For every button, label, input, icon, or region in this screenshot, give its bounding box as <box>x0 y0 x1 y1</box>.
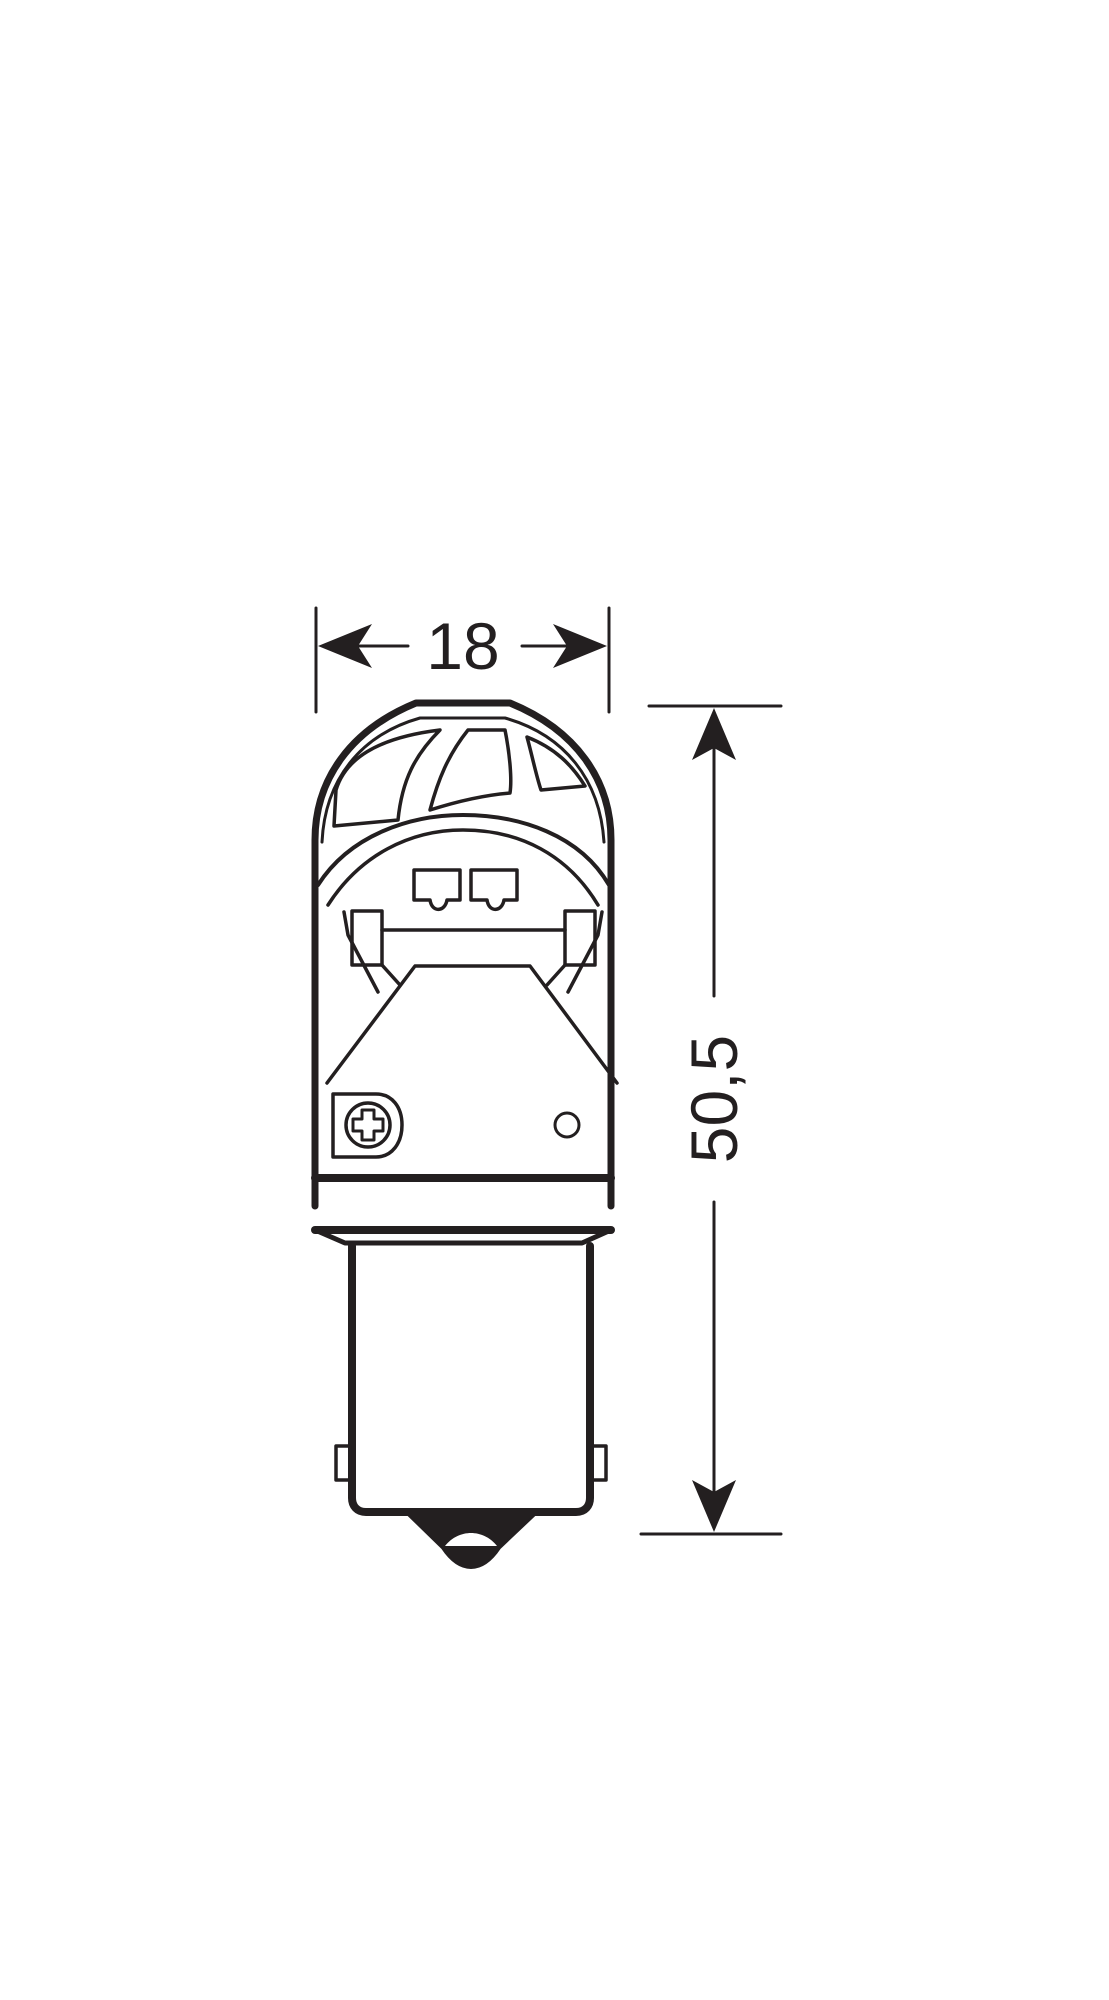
bayonet-pin-right <box>590 1444 608 1482</box>
arrow-right-icon <box>553 624 607 668</box>
screw-cross-icon <box>351 1108 385 1142</box>
arrow-left-icon <box>318 624 372 668</box>
bayonet-base <box>334 1242 608 1569</box>
height-dimension-label: 50,5 <box>677 1035 751 1163</box>
led-assembly <box>325 868 619 1159</box>
arrow-up-icon <box>692 708 736 760</box>
lens-facet-center <box>428 728 513 812</box>
side-block-right <box>563 909 597 967</box>
lens-facet-left <box>332 728 442 828</box>
bayonet-pin-left <box>334 1444 352 1482</box>
arrow-down-icon <box>692 1480 736 1532</box>
vent-hole <box>553 1111 581 1139</box>
width-dimension-label: 18 <box>426 609 499 683</box>
led-chip-2 <box>469 868 519 912</box>
bulb-collar <box>311 1174 615 1246</box>
width-dimension <box>314 606 611 714</box>
side-block-left <box>350 909 384 967</box>
led-chip-1 <box>412 868 462 912</box>
bulb-dome <box>311 699 615 1210</box>
screw-plate <box>331 1092 404 1159</box>
height-dimension <box>639 704 783 1536</box>
screw-icon <box>344 1101 392 1149</box>
lens-facet-right <box>525 735 587 792</box>
heatsink <box>325 964 619 1085</box>
